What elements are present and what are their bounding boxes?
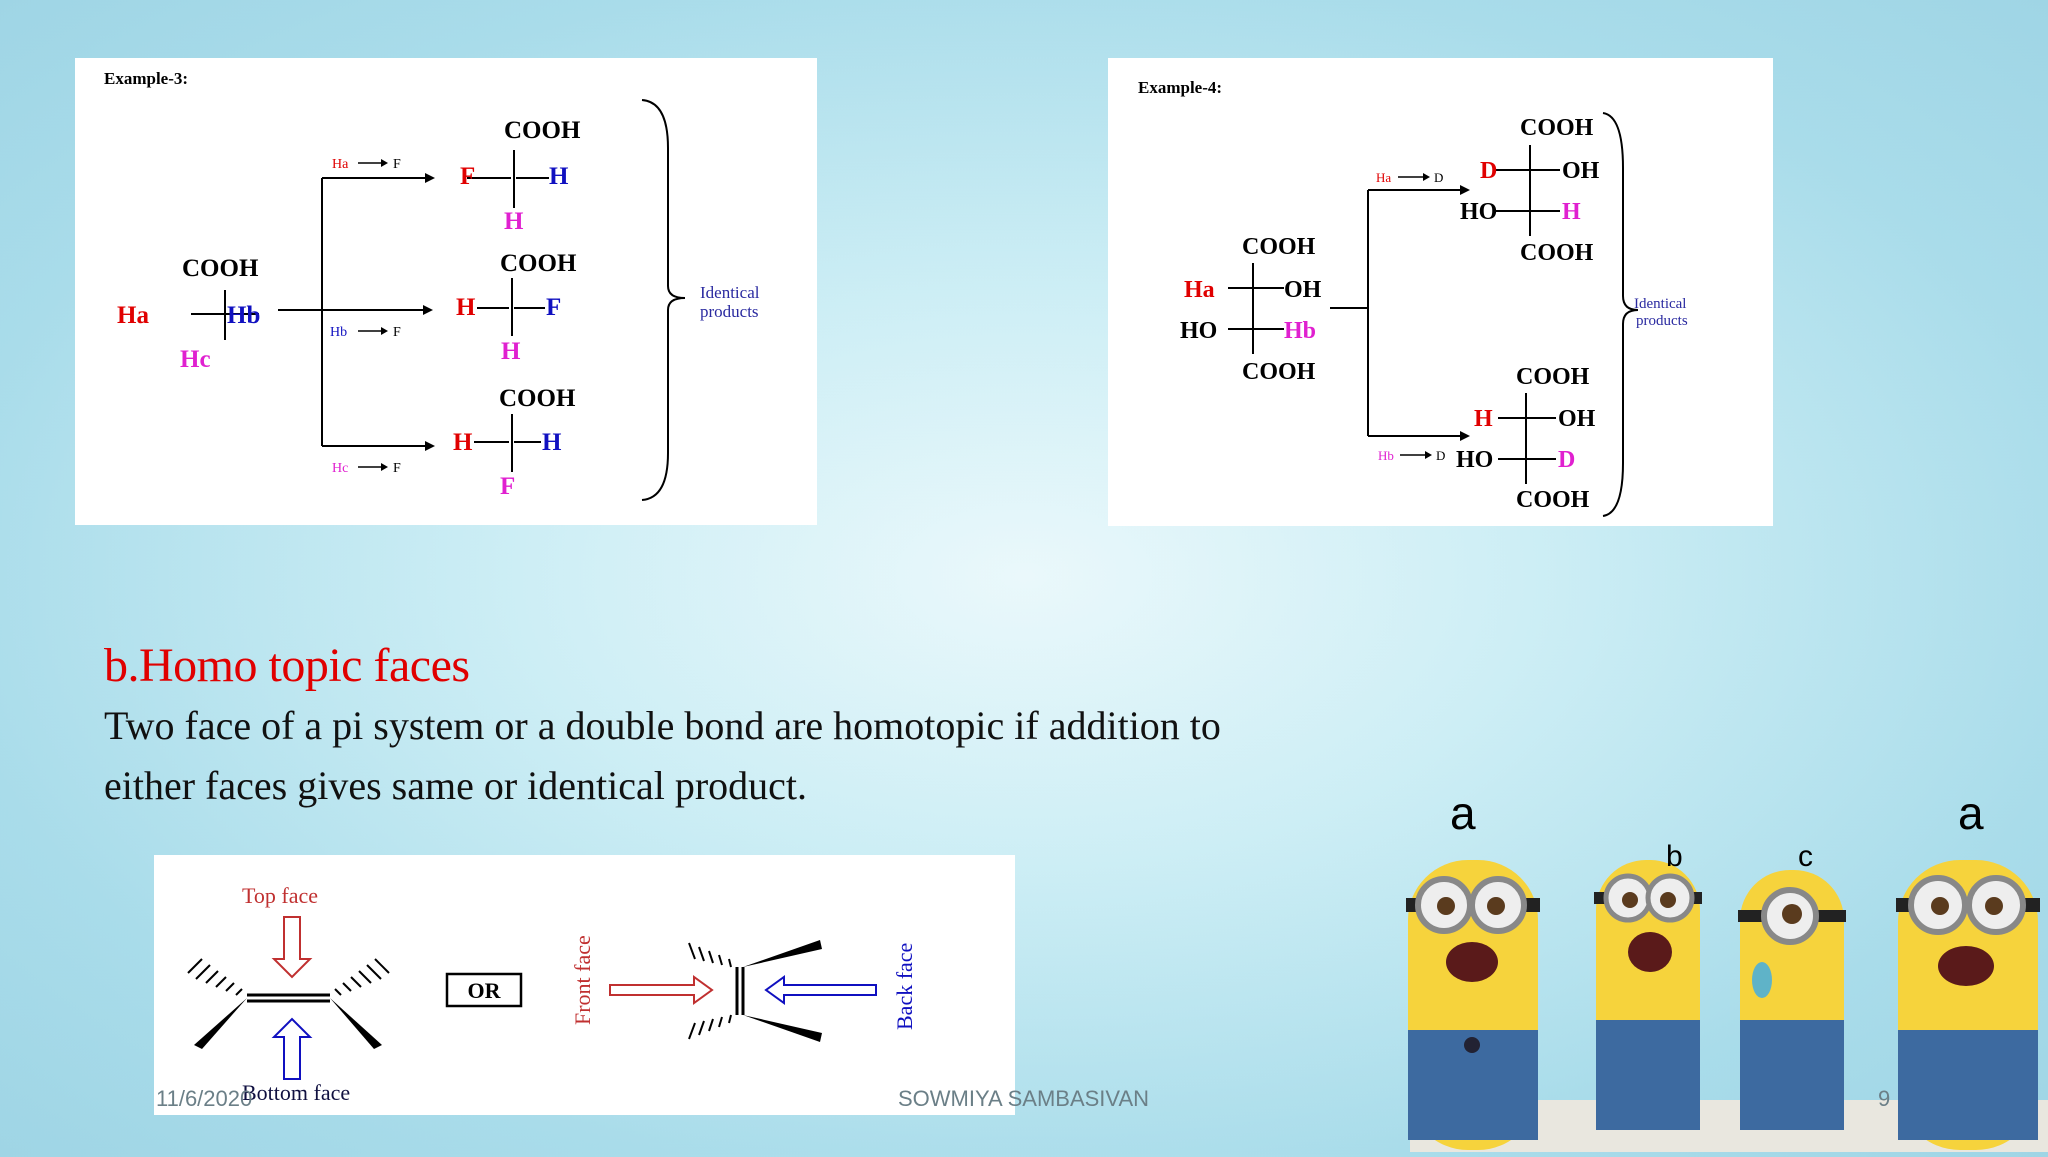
svg-text:Ha: Ha [1184,277,1215,303]
start-right: Hb [227,302,260,329]
product-1: COOH D OH HO H COOH [1460,115,1600,266]
identical-products-line1: Identical [1634,296,1686,312]
svg-text:H: H [453,429,473,456]
body-line-2: either faces gives same or identical pro… [104,763,808,808]
minion-c [1738,870,1846,1130]
arrow-label-3: Hc F [332,461,401,476]
svg-text:Hb: Hb [1284,318,1316,344]
identical-products-line2: products [700,302,759,321]
svg-text:COOH: COOH [1520,115,1594,141]
top-face-label: Top face [242,883,318,908]
svg-text:Hb: Hb [1378,448,1394,463]
minions-illustration [1400,780,2048,1152]
svg-text:D: D [1434,170,1443,185]
svg-text:D: D [1436,448,1445,463]
svg-text:H: H [1474,406,1493,432]
svg-text:COOH: COOH [499,385,576,412]
or-box [445,972,523,1008]
product-3: COOH H H F [453,385,576,500]
hashed-bond [688,942,732,968]
minion-label-3: c [1798,840,1813,873]
back-face-arrow [764,975,877,1005]
bottom-face-label: Bottom face [242,1080,350,1105]
arrow-label-1: Ha F [332,157,401,172]
svg-text:D: D [1480,158,1497,184]
wedge-bond [194,998,247,1049]
product-2: COOH H OH HO D COOH [1456,364,1596,513]
wedge-bond [330,998,382,1049]
start-left: Ha [117,302,149,329]
svg-text:HO: HO [1180,318,1217,344]
hashed-bond [688,1014,732,1040]
example-3-figure: Example-3: COOH Ha Hb Hc Ha F Hb F [75,58,817,525]
svg-text:H: H [501,338,521,365]
svg-text:OH: OH [1562,158,1600,184]
minion-label-2: b [1666,840,1683,873]
svg-text:H: H [549,163,569,190]
arrow-label-2: Hb D [1378,448,1445,463]
svg-text:H: H [542,429,562,456]
section-body: Two face of a pi system or a double bond… [104,696,1384,816]
svg-text:H: H [1562,199,1581,225]
svg-text:HO: HO [1456,447,1493,473]
or-label: OR [468,978,502,1003]
svg-text:Hb: Hb [330,325,347,340]
svg-text:COOH: COOH [504,117,581,144]
footer-page-number: 9 [1878,1086,1891,1111]
start-molecule: COOH Ha OH HO Hb COOH [1180,234,1322,385]
footer-date: 11/6/2020 [156,1086,253,1111]
product-1: COOH F H H [460,117,581,235]
arrow-label-2: Hb F [330,325,401,340]
hashed-bond [187,958,243,996]
identical-products-line1: Identical [700,283,760,302]
arrow-label-1: Ha D [1376,170,1443,185]
svg-text:COOH: COOH [500,250,577,277]
minion-a-left [1406,860,1540,1150]
svg-text:Ha: Ha [332,157,349,172]
footer-author: SOWMIYA SAMBASIVAN [898,1086,1150,1111]
svg-text:F: F [546,294,561,321]
example-4-label: Example-4: [1138,78,1222,97]
svg-text:COOH: COOH [1516,364,1590,390]
start-top: COOH [182,255,259,282]
svg-text:F: F [460,163,475,190]
back-face-label: Back face [892,943,917,1030]
front-face-label: Front face [570,935,595,1025]
start-molecule: COOH Ha Hb Hc [117,255,260,373]
wedge-bond [743,940,822,967]
svg-text:COOH: COOH [1520,240,1594,266]
minion-a-right [1896,860,2040,1150]
svg-text:COOH: COOH [1516,487,1590,513]
product-2: COOH H F H [456,250,577,365]
svg-text:F: F [393,157,401,172]
front-face-arrow [609,975,714,1005]
minion-label-4: a [1958,787,1984,839]
svg-text:H: H [504,208,524,235]
minion-b [1594,860,1702,1130]
svg-text:COOH: COOH [1242,234,1316,260]
svg-text:H: H [456,294,476,321]
svg-text:OH: OH [1284,277,1322,303]
minion-label-1: a [1450,787,1476,839]
body-line-1: Two face of a pi system or a double bond… [104,703,1221,748]
top-face-arrow [271,916,313,979]
svg-text:HO: HO [1460,199,1497,225]
bottom-face-arrow [271,1017,313,1080]
svg-text:D: D [1558,447,1575,473]
svg-text:COOH: COOH [1242,359,1316,385]
svg-text:OH: OH [1558,406,1596,432]
example-4-figure: Example-4: COOH Ha OH HO Hb COOH Ha D Hb [1108,58,1773,526]
svg-text:F: F [393,325,401,340]
start-bottom: Hc [180,346,211,373]
wedge-bond [743,1015,822,1042]
example-3-label: Example-3: [104,69,188,88]
svg-text:Hc: Hc [332,461,348,476]
identical-products-line2: products [1636,313,1688,329]
svg-text:F: F [500,473,515,500]
svg-text:Ha: Ha [1376,170,1391,185]
section-heading: b.Homo topic faces [104,639,470,692]
homotopic-faces-figure: Top face Bottom face OR Front face [154,855,1015,1115]
hashed-bond [334,958,390,996]
svg-text:F: F [393,461,401,476]
